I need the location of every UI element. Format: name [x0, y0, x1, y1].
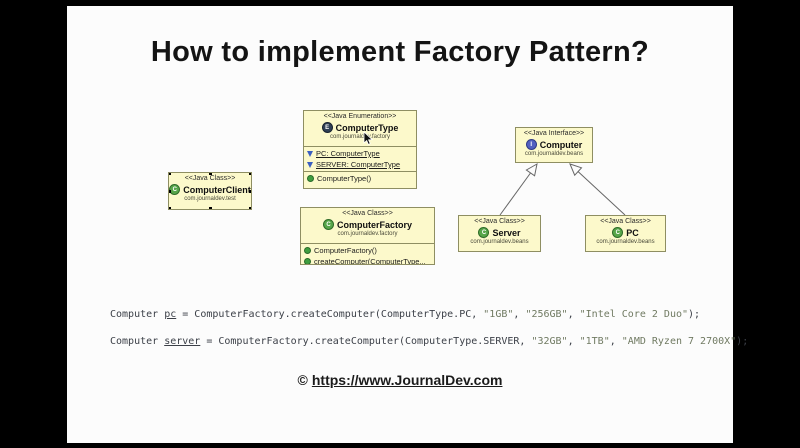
uml-header: <<Java Class>> C ComputerFactory com.jou… — [301, 208, 434, 243]
stereotype-label: <<Java Class>> — [342, 210, 393, 217]
enum-constant-icon — [307, 150, 313, 157]
method-row: ComputerFactory() — [304, 245, 431, 256]
code-segment: Computer — [110, 336, 165, 347]
method-icon — [304, 247, 311, 254]
stereotype-label: <<Java Enumeration>> — [323, 113, 397, 120]
stereotype-label: <<Java Class>> — [600, 218, 651, 225]
uml-node-computer-factory[interactable]: <<Java Class>> C ComputerFactory com.jou… — [300, 207, 435, 265]
code-line: Computer pc = ComputerFactory.createComp… — [110, 306, 748, 333]
code-line: Computer server = ComputerFactory.create… — [110, 333, 748, 360]
code-segment: "Intel Core 2 Duo" — [579, 309, 689, 320]
method-label: ComputerType() — [317, 174, 372, 183]
uml-node-computer-interface[interactable]: <<Java Interface>> I Computer com.journa… — [515, 127, 593, 163]
slide-title: How to implement Factory Pattern? — [150, 36, 650, 68]
package-name: com.journaldev.factory — [337, 231, 398, 237]
code-segment: pc — [164, 309, 177, 320]
code-segment: ); — [736, 336, 749, 347]
package-name: com.journaldev.beans — [470, 239, 529, 245]
uml-header: <<Java Enumeration>> E ComputerType com.… — [304, 111, 416, 146]
mouse-cursor-icon — [363, 131, 374, 145]
selection-handle[interactable] — [169, 207, 171, 209]
class-icon: C — [478, 227, 490, 238]
method-row: createComputer(ComputerType... — [304, 256, 431, 265]
method-icon — [304, 258, 311, 264]
class-icon: C — [322, 219, 334, 230]
methods-section: ComputerFactory() createComputer(Compute… — [301, 243, 434, 265]
class-name: Computer — [539, 139, 583, 150]
selection-handle[interactable] — [209, 173, 212, 175]
method-label: createComputer(ComputerType... — [314, 257, 426, 265]
package-name: com.journaldev.test — [184, 196, 236, 202]
class-name: Server — [492, 227, 521, 238]
method-label: ComputerFactory() — [314, 246, 377, 255]
fields-section: PC: ComputerType SERVER: ComputerType — [304, 146, 416, 171]
journaldev-link[interactable]: https://www.JournalDev.com — [311, 372, 503, 388]
stereotype-label: <<Java Interface>> — [523, 130, 585, 137]
code-sample: Computer pc = ComputerFactory.createComp… — [110, 306, 748, 360]
code-segment: server — [164, 336, 201, 347]
code-segment: "1TB" — [579, 336, 610, 347]
selection-handle[interactable] — [169, 190, 171, 193]
uml-node-pc[interactable]: <<Java Class>> C PC com.journaldev.beans — [585, 215, 666, 252]
field-label: SERVER: ComputerType — [316, 160, 401, 169]
code-segment: "256GB" — [525, 309, 568, 320]
field-row: SERVER: ComputerType — [307, 159, 413, 170]
methods-section: ComputerType() — [304, 171, 416, 185]
code-segment: = ComputerFactory.createComputer(Compute… — [200, 336, 532, 347]
code-segment: , — [567, 309, 580, 320]
package-name: com.journaldev.factory — [330, 134, 390, 140]
uml-header: <<Java Class>> C ComputerClient com.jour… — [169, 173, 251, 203]
class-name: PC — [626, 227, 639, 238]
selection-handle[interactable] — [249, 190, 251, 193]
stereotype-label: <<Java Class>> — [184, 175, 236, 182]
footer: ©https://www.JournalDev.com — [67, 372, 733, 388]
code-segment: "1GB" — [483, 309, 514, 320]
stereotype-label: <<Java Class>> — [474, 218, 525, 225]
enum-icon: E — [321, 122, 333, 133]
uml-header: <<Java Class>> C Server com.journaldev.b… — [459, 216, 540, 246]
package-name: com.journaldev.beans — [524, 151, 584, 157]
uml-node-server[interactable]: <<Java Class>> C Server com.journaldev.b… — [458, 215, 541, 252]
class-name: ComputerClient — [183, 184, 251, 195]
class-name: ComputerFactory — [336, 219, 412, 230]
interface-icon: I — [525, 139, 537, 150]
code-segment: "AMD Ryzen 7 2700X" — [621, 336, 737, 347]
copyright-icon: © — [297, 372, 308, 388]
class-icon: C — [169, 184, 181, 195]
uml-node-computer-client[interactable]: <<Java Class>> C ComputerClient com.jour… — [168, 172, 252, 210]
selection-handle[interactable] — [249, 207, 251, 209]
class-icon: C — [612, 227, 624, 238]
code-segment: , — [609, 336, 622, 347]
selection-handle[interactable] — [249, 173, 251, 175]
uml-node-computer-type[interactable]: <<Java Enumeration>> E ComputerType com.… — [303, 110, 417, 189]
method-row: ComputerType() — [307, 173, 413, 184]
package-name: com.journaldev.beans — [596, 239, 655, 245]
code-segment: , — [567, 336, 580, 347]
code-segment: Computer — [110, 309, 165, 320]
code-segment: ); — [688, 309, 701, 320]
field-row: PC: ComputerType — [307, 148, 413, 159]
code-segment: = ComputerFactory.createComputer(Compute… — [176, 309, 484, 320]
uml-header: <<Java Class>> C PC com.journaldev.beans — [586, 216, 665, 246]
selection-handle[interactable] — [209, 207, 212, 209]
method-icon — [307, 175, 314, 182]
field-label: PC: ComputerType — [316, 149, 380, 158]
code-segment: , — [513, 309, 526, 320]
code-segment: "32GB" — [531, 336, 568, 347]
enum-constant-icon — [307, 161, 313, 168]
uml-header: <<Java Interface>> I Computer com.journa… — [516, 128, 592, 158]
selection-handle[interactable] — [169, 173, 171, 175]
class-name: ComputerType — [335, 122, 399, 133]
